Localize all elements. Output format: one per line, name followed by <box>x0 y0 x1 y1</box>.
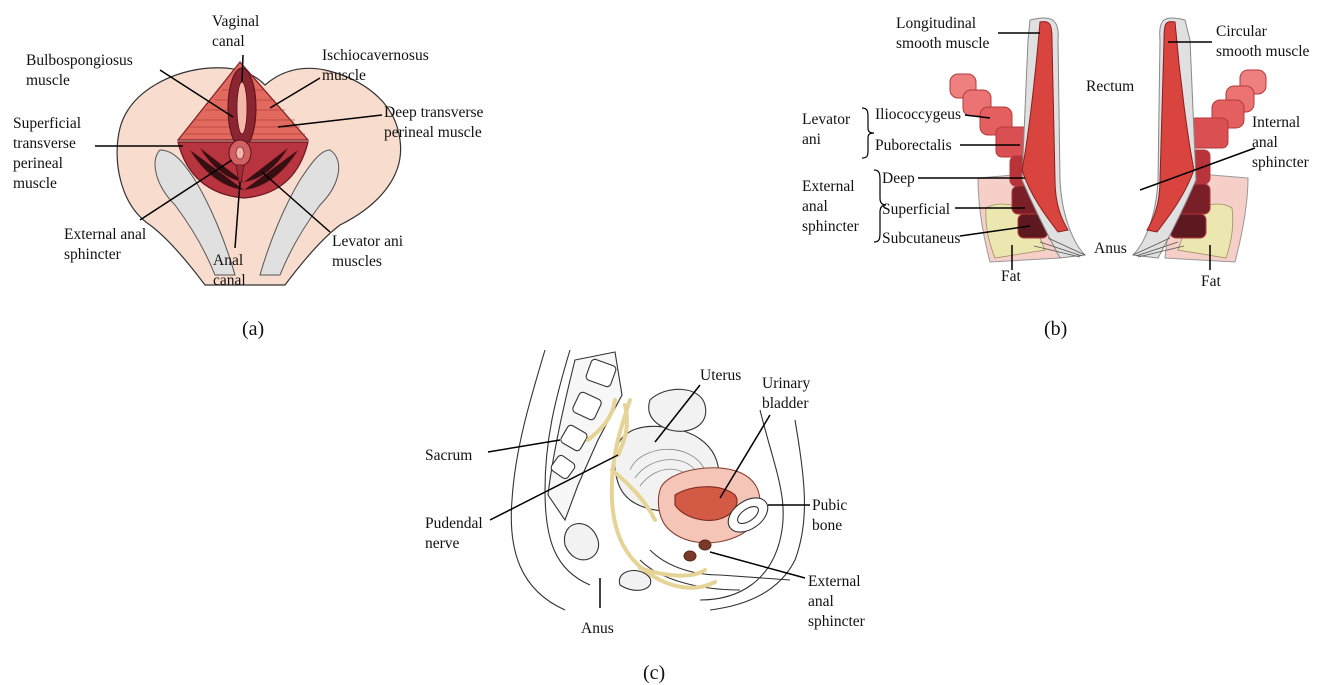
label-pubic-bone: Pubic bone <box>812 496 847 536</box>
label-rectum: Rectum <box>1086 77 1134 97</box>
label-sacrum: Sacrum <box>425 446 472 466</box>
label-anal-canal: Anal canal <box>213 251 246 291</box>
label-levator-ani: Levator ani <box>802 110 850 150</box>
label-external-anal-sphincter-b: External anal sphincter <box>802 177 859 237</box>
label-external-anal-sphincter-c: External anal sphincter <box>808 572 865 632</box>
label-anus-c: Anus <box>581 619 614 639</box>
label-vaginal-canal: Vaginal canal <box>212 12 259 52</box>
label-urinary-bladder: Urinary bladder <box>762 374 810 414</box>
label-pudendal-nerve: Pudendal nerve <box>425 514 483 554</box>
label-puborectalis: Puborectalis <box>875 136 952 156</box>
label-internal-anal-sphincter: Internal anal sphincter <box>1252 113 1309 173</box>
label-fat-left: Fat <box>1001 267 1021 287</box>
caption-a: (a) <box>242 318 264 341</box>
label-circular-smooth-muscle: Circular smooth muscle <box>1216 22 1309 62</box>
label-superficial: Superficial <box>882 200 950 220</box>
label-fat-right: Fat <box>1201 272 1221 292</box>
label-deep-transverse-perineal-muscle: Deep transverse perineal muscle <box>384 103 483 143</box>
label-uterus: Uterus <box>700 366 741 386</box>
caption-b: (b) <box>1044 318 1067 341</box>
label-anus-b: Anus <box>1094 239 1127 259</box>
label-subcutaneus: Subcutaneus <box>882 229 960 249</box>
label-bulbospongiosus-muscle: Bulbospongiosus muscle <box>26 51 133 91</box>
panel-c-illustration <box>511 350 804 610</box>
label-superficial-transverse-perineal-muscle: Superficial transverse perineal muscle <box>13 114 81 194</box>
label-deep: Deep <box>882 169 915 189</box>
label-ischiocavernosus-muscle: Ischiocavernosus muscle <box>322 46 429 86</box>
label-external-anal-sphincter-a: External anal sphincter <box>64 225 146 265</box>
label-longitudinal-smooth-muscle: Longitudinal smooth muscle <box>896 14 989 54</box>
label-iliococcygeus: Iliococcygeus <box>875 105 961 125</box>
vaginal-canal-shape <box>237 82 247 134</box>
label-levator-ani-muscles: Levator ani muscles <box>332 232 403 272</box>
caption-c: (c) <box>643 662 665 685</box>
